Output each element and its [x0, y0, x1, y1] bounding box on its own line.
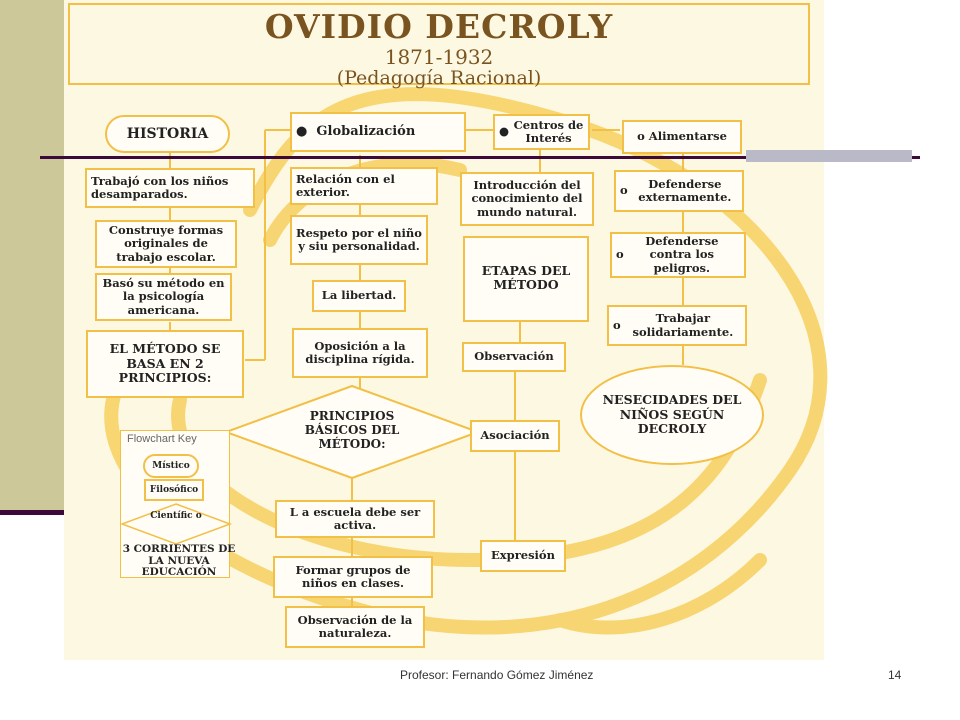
- key-cientifico: Científic o: [150, 511, 202, 521]
- node-relacion: Relación con el exterior.: [290, 167, 438, 205]
- node-necesidades: NESECIDADES DEL NIÑOS SEGÚN DECROLY: [580, 365, 764, 465]
- node-alimentarse-label: Alimentarse: [648, 129, 727, 144]
- page-number: 14: [888, 668, 902, 682]
- node-defenderse-peligros: o Defenderse contra los peligros.: [610, 232, 746, 278]
- node-observacion: Observación: [462, 342, 566, 372]
- node-principios-basicos: PRINCIPIOS BÁSICOS DEL MÉTODO:: [304, 409, 400, 451]
- connector-arrows: [169, 129, 684, 606]
- node-trabajo: Trabajó con los niños desamparados.: [85, 168, 255, 208]
- node-introduccion: Introducción del conocimiento del mundo …: [460, 172, 594, 226]
- bullet-icon: ●: [499, 124, 514, 139]
- node-oposicion: Oposición a la disciplina rígida.: [292, 328, 428, 378]
- sidebar-underline: [0, 510, 64, 515]
- node-centros: ● Centros de Interés: [493, 114, 590, 150]
- node-defenderse-ext-label: Defenderse externamente.: [638, 176, 732, 204]
- node-etapas: ETAPAS DEL MÉTODO: [463, 236, 589, 322]
- key-filosofico: Filosófico: [144, 479, 204, 501]
- bullet-icon: ●: [296, 123, 317, 139]
- node-observacion-naturaleza: Observación de la naturaleza.: [285, 606, 425, 648]
- slide-subtitle: (Pedagogía Racional): [336, 67, 542, 89]
- node-baso: Basó su método en la psicología american…: [95, 273, 232, 321]
- node-asociacion: Asociación: [470, 420, 560, 452]
- header-rule: [40, 156, 920, 159]
- node-globalizacion-label: Globalización: [316, 123, 416, 139]
- key-corrientes: 3 CORRIENTES DE LA NUEVA EDUCACIÓN: [122, 543, 236, 579]
- footer-author: Profesor: Fernando Gómez Jiménez: [400, 668, 594, 682]
- node-globalizacion: ● Globalización: [290, 112, 466, 152]
- node-metodo-principios: EL MÉTODO SE BASA EN 2 PRINCIPIOS:: [86, 330, 244, 398]
- node-escuela-activa: L a escuela debe ser activa.: [275, 500, 435, 538]
- circle-bullet-icon: o: [613, 317, 625, 332]
- key-mistico: Místico: [143, 454, 199, 478]
- circle-bullet-icon: o: [616, 247, 624, 262]
- node-defenderse-peligros-label: Defenderse contra los peligros.: [645, 234, 719, 275]
- circle-bullet-icon: o: [620, 183, 632, 198]
- title-panel: OVIDIO DECROLY 1871-1932 (Pedagogía Raci…: [68, 3, 810, 89]
- node-trabajar: o Trabajar solidariamente.: [607, 305, 747, 346]
- slide-title: OVIDIO DECROLY: [264, 7, 614, 46]
- node-trabajar-label: Trabajar solidariamente.: [632, 311, 734, 339]
- node-centros-label: Centros de Interés: [513, 117, 584, 145]
- node-historia: HISTORIA: [105, 115, 230, 153]
- node-formar-grupos: Formar grupos de niños en clases.: [273, 556, 433, 598]
- circle-bullet-icon: o: [637, 129, 649, 144]
- node-respeto: Respeto por el niño y siu personalidad.: [290, 215, 428, 265]
- flowchart-key-title: Flowchart Key: [127, 433, 197, 445]
- sidebar-band: [0, 0, 64, 510]
- node-libertad: La libertad.: [312, 280, 406, 312]
- node-construye: Construye formas originales de trabajo e…: [95, 220, 237, 268]
- slide-years: 1871-1932: [384, 45, 494, 69]
- node-alimentarse: o Alimentarse: [622, 120, 742, 154]
- node-expresion: Expresión: [480, 540, 566, 572]
- header-accent-bar: [746, 150, 912, 162]
- node-defenderse-ext: o Defenderse externamente.: [614, 170, 744, 212]
